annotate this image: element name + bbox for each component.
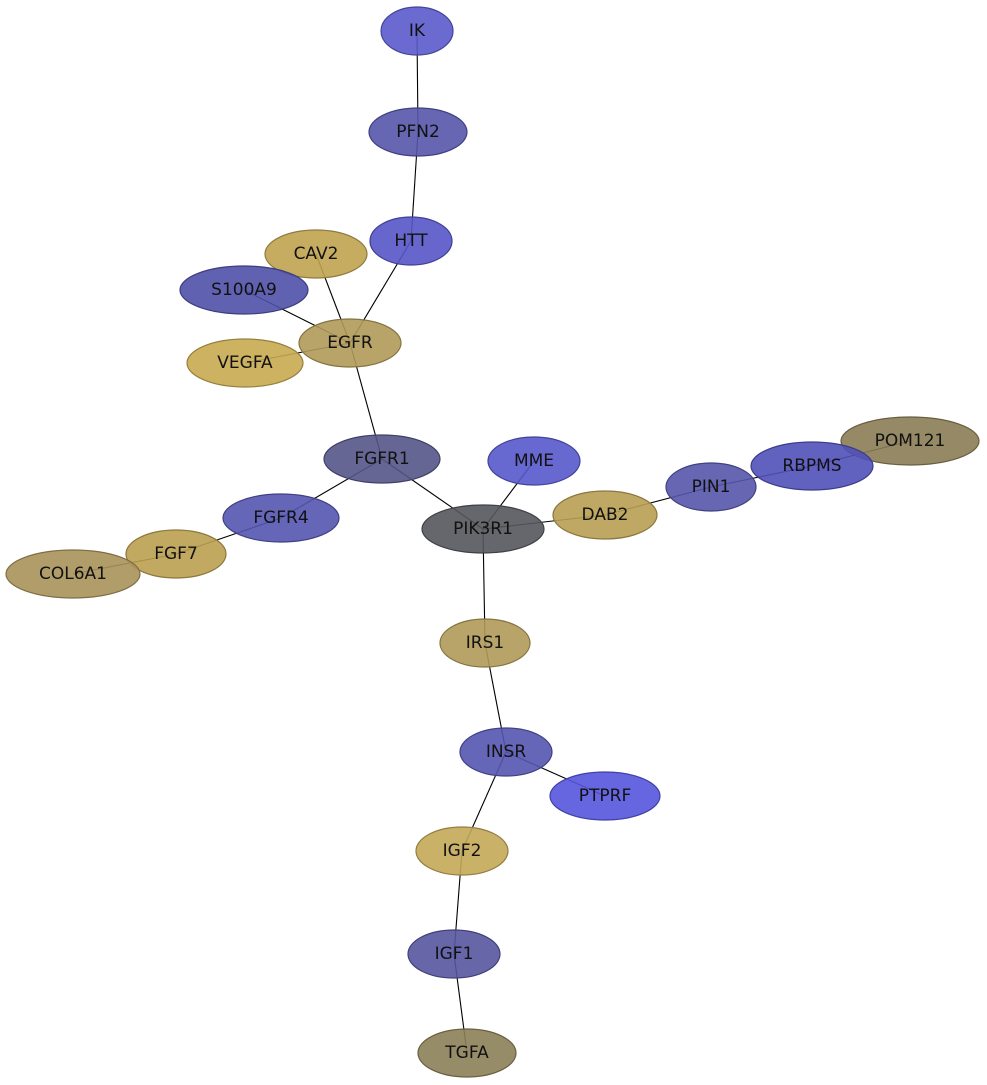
node-label: PIK3R1: [453, 519, 513, 539]
node-label: S100A9: [211, 280, 277, 300]
node-label: FGFR1: [354, 449, 409, 469]
node-igf1[interactable]: IGF1: [407, 929, 501, 979]
node-s100a9[interactable]: S100A9: [179, 265, 309, 315]
node-shape: [323, 434, 441, 484]
node-label: CAV2: [294, 244, 339, 264]
node-shape: [298, 318, 402, 368]
node-pom121[interactable]: POM121: [840, 416, 980, 466]
node-label: VEGFA: [217, 353, 273, 373]
node-label: INSR: [486, 742, 527, 762]
node-col6a1[interactable]: COL6A1: [5, 549, 141, 599]
node-shape: [222, 493, 340, 543]
node-shape: [368, 107, 468, 157]
node-shape: [415, 826, 509, 876]
node-label: RBPMS: [782, 456, 841, 476]
node-label: PTPRF: [579, 786, 631, 806]
node-dab2[interactable]: DAB2: [552, 490, 658, 540]
node-ik[interactable]: IK: [380, 6, 454, 56]
node-shape: [417, 1028, 517, 1078]
node-ptprf[interactable]: PTPRF: [549, 771, 661, 821]
node-label: DAB2: [582, 505, 629, 525]
node-fgfr4[interactable]: FGFR4: [222, 493, 340, 543]
node-shape: [186, 338, 304, 388]
node-label: IGF2: [443, 841, 482, 861]
node-cav2[interactable]: CAV2: [264, 229, 368, 279]
node-label: MME: [514, 451, 554, 471]
node-tgfa[interactable]: TGFA: [417, 1028, 517, 1078]
node-shape: [750, 441, 874, 491]
node-pik3r1[interactable]: PIK3R1: [421, 504, 545, 554]
node-label: FGFR4: [253, 508, 308, 528]
node-shape: [487, 436, 581, 486]
node-irs1[interactable]: IRS1: [439, 618, 531, 668]
node-shape: [380, 6, 454, 56]
node-label: HTT: [394, 231, 428, 251]
node-label: COL6A1: [39, 564, 107, 584]
node-pfn2[interactable]: PFN2: [368, 107, 468, 157]
node-pin1[interactable]: PIN1: [665, 462, 757, 512]
node-shape: [407, 929, 501, 979]
node-htt[interactable]: HTT: [369, 216, 453, 266]
node-egfr[interactable]: EGFR: [298, 318, 402, 368]
node-shape: [179, 265, 309, 315]
node-label: IGF1: [435, 944, 474, 964]
node-shape: [840, 416, 980, 466]
node-shape: [5, 549, 141, 599]
node-shape: [665, 462, 757, 512]
node-igf2[interactable]: IGF2: [415, 826, 509, 876]
node-shape: [421, 504, 545, 554]
node-insr[interactable]: INSR: [459, 727, 553, 777]
node-label: IK: [409, 21, 426, 41]
node-shape: [459, 727, 553, 777]
node-shape: [549, 771, 661, 821]
node-vegfa[interactable]: VEGFA: [186, 338, 304, 388]
node-mme[interactable]: MME: [487, 436, 581, 486]
node-label: EGFR: [327, 333, 373, 353]
node-label: POM121: [875, 431, 946, 451]
node-shape: [125, 529, 227, 579]
node-label: PIN1: [692, 477, 731, 497]
node-label: FGF7: [154, 544, 198, 564]
node-label: PFN2: [396, 122, 440, 142]
node-rbpms[interactable]: RBPMS: [750, 441, 874, 491]
node-fgf7[interactable]: FGF7: [125, 529, 227, 579]
node-shape: [369, 216, 453, 266]
node-label: IRS1: [466, 633, 504, 653]
node-fgfr1[interactable]: FGFR1: [323, 434, 441, 484]
node-label: TGFA: [444, 1043, 489, 1063]
node-shape: [264, 229, 368, 279]
node-shape: [552, 490, 658, 540]
node-shape: [439, 618, 531, 668]
